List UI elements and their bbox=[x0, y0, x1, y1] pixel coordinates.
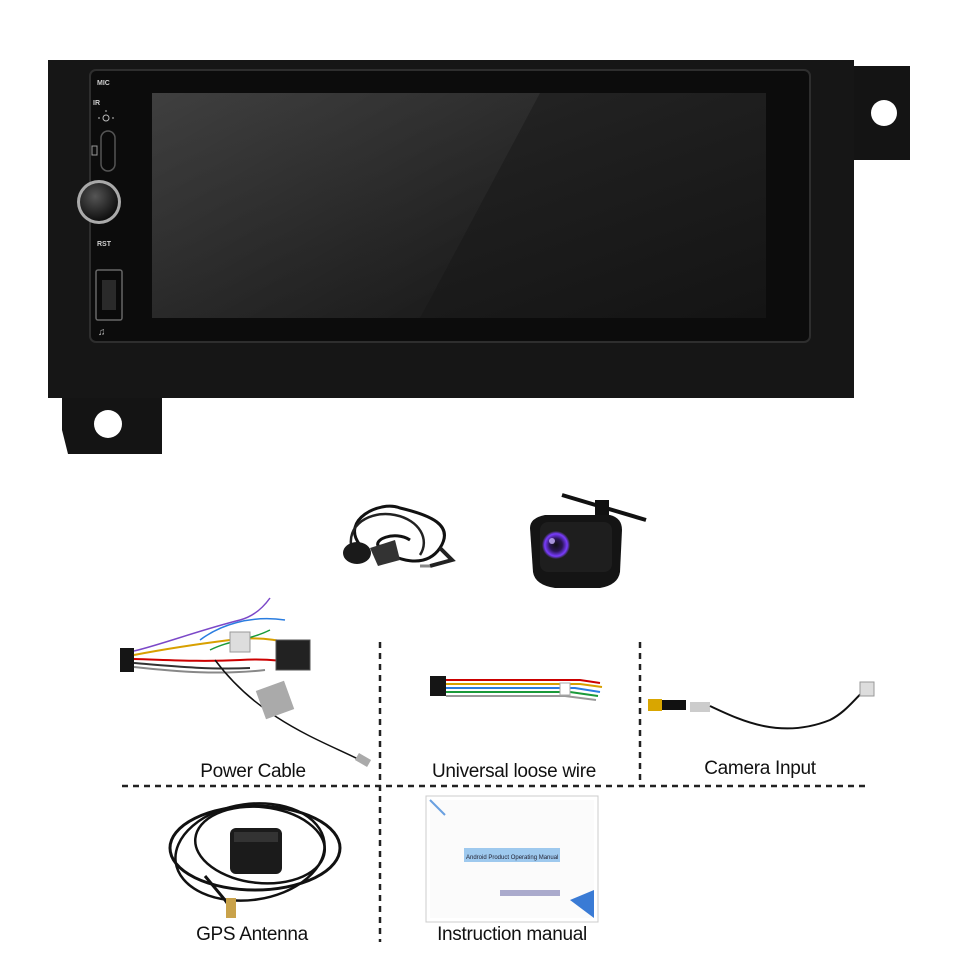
battery-icon bbox=[91, 145, 98, 156]
camera-lens bbox=[542, 531, 570, 559]
caption-instruction-manual: Instruction manual bbox=[437, 924, 587, 945]
loose-wire-image bbox=[430, 676, 603, 701]
backup-camera-icon bbox=[530, 493, 647, 588]
caption-power-cable: Power Cable bbox=[200, 761, 306, 782]
head-unit: MIC IR RST ♫ bbox=[48, 60, 910, 454]
mount-hole-left bbox=[94, 410, 122, 438]
rst-label: RST bbox=[97, 241, 112, 248]
manual-cover-title: Android Product Operating Manual bbox=[466, 855, 558, 861]
mic-label: MIC bbox=[97, 80, 110, 87]
volume-knob-face bbox=[80, 183, 118, 221]
usb-c-port-icon[interactable] bbox=[100, 130, 116, 172]
microphone-icon bbox=[343, 504, 456, 568]
camera-input-image bbox=[648, 681, 875, 730]
caption-gps-antenna: GPS Antenna bbox=[196, 924, 308, 945]
mount-hole-right bbox=[871, 100, 897, 126]
gps-antenna-image bbox=[168, 802, 342, 918]
power-cable-image bbox=[120, 597, 372, 767]
caption-universal-loose-wire: Universal loose wire bbox=[431, 761, 596, 782]
music-note-icon: ♫ bbox=[98, 327, 106, 338]
caption-camera-input: Camera Input bbox=[704, 758, 816, 779]
ir-label: IR bbox=[93, 100, 100, 107]
usb-port-inner bbox=[102, 280, 116, 310]
control-strip: MIC IR RST ♫ bbox=[77, 80, 123, 338]
grid-dividers bbox=[122, 642, 870, 942]
screen-glare bbox=[152, 93, 540, 318]
instruction-manual-image: Android Product Operating Manual bbox=[425, 795, 599, 923]
brightness-icon[interactable] bbox=[98, 110, 114, 122]
